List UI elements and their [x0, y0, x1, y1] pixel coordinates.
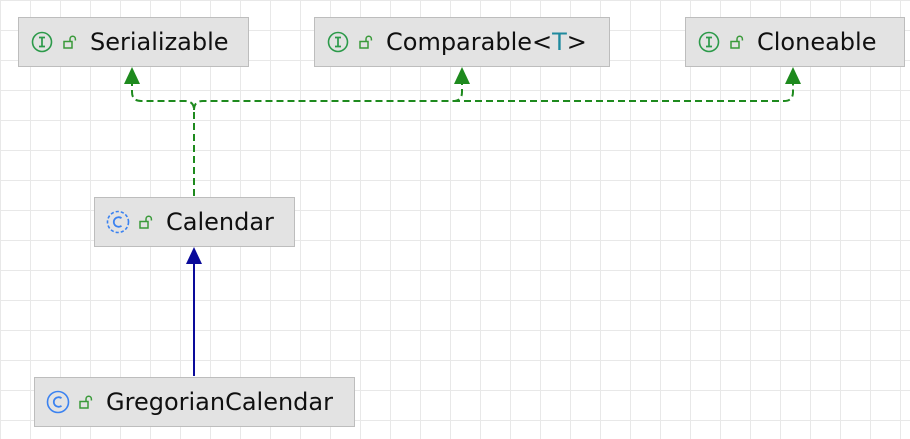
type-param: T [552, 28, 567, 56]
public-lock-icon [358, 34, 374, 50]
node-gregorian-calendar[interactable]: GregorianCalendar [34, 377, 355, 427]
node-name: Calendar [166, 208, 274, 236]
class-icon [46, 390, 70, 414]
node-name: Cloneable [757, 28, 877, 56]
interface-icon [326, 30, 350, 54]
node-name: Comparable<T> [386, 30, 587, 54]
class-name: Comparable [386, 28, 533, 56]
type-param-close: > [566, 28, 587, 56]
public-lock-icon [62, 34, 78, 50]
node-name: GregorianCalendar [106, 388, 333, 416]
interface-icon [697, 30, 721, 54]
arrowhead-serializable [124, 67, 140, 84]
public-lock-icon [78, 394, 94, 410]
public-lock-icon [729, 34, 745, 50]
edge-calendar-implements-serializable [131, 84, 195, 196]
interface-icon [30, 30, 54, 54]
abstract-class-icon [106, 210, 130, 234]
node-calendar[interactable]: Calendar [94, 197, 295, 247]
node-comparable[interactable]: Comparable<T> [314, 17, 610, 67]
edge-calendar-implements-comparable [193, 84, 463, 111]
edge-calendar-implements-cloneable [453, 84, 794, 102]
arrowhead-comparable [454, 67, 470, 84]
public-lock-icon [138, 214, 154, 230]
node-cloneable[interactable]: Cloneable [685, 17, 905, 67]
arrowhead-cloneable [785, 67, 801, 84]
arrowhead-calendar [186, 247, 202, 264]
node-name: Serializable [90, 28, 229, 56]
node-serializable[interactable]: Serializable [18, 17, 249, 67]
type-param-open: < [532, 28, 553, 56]
